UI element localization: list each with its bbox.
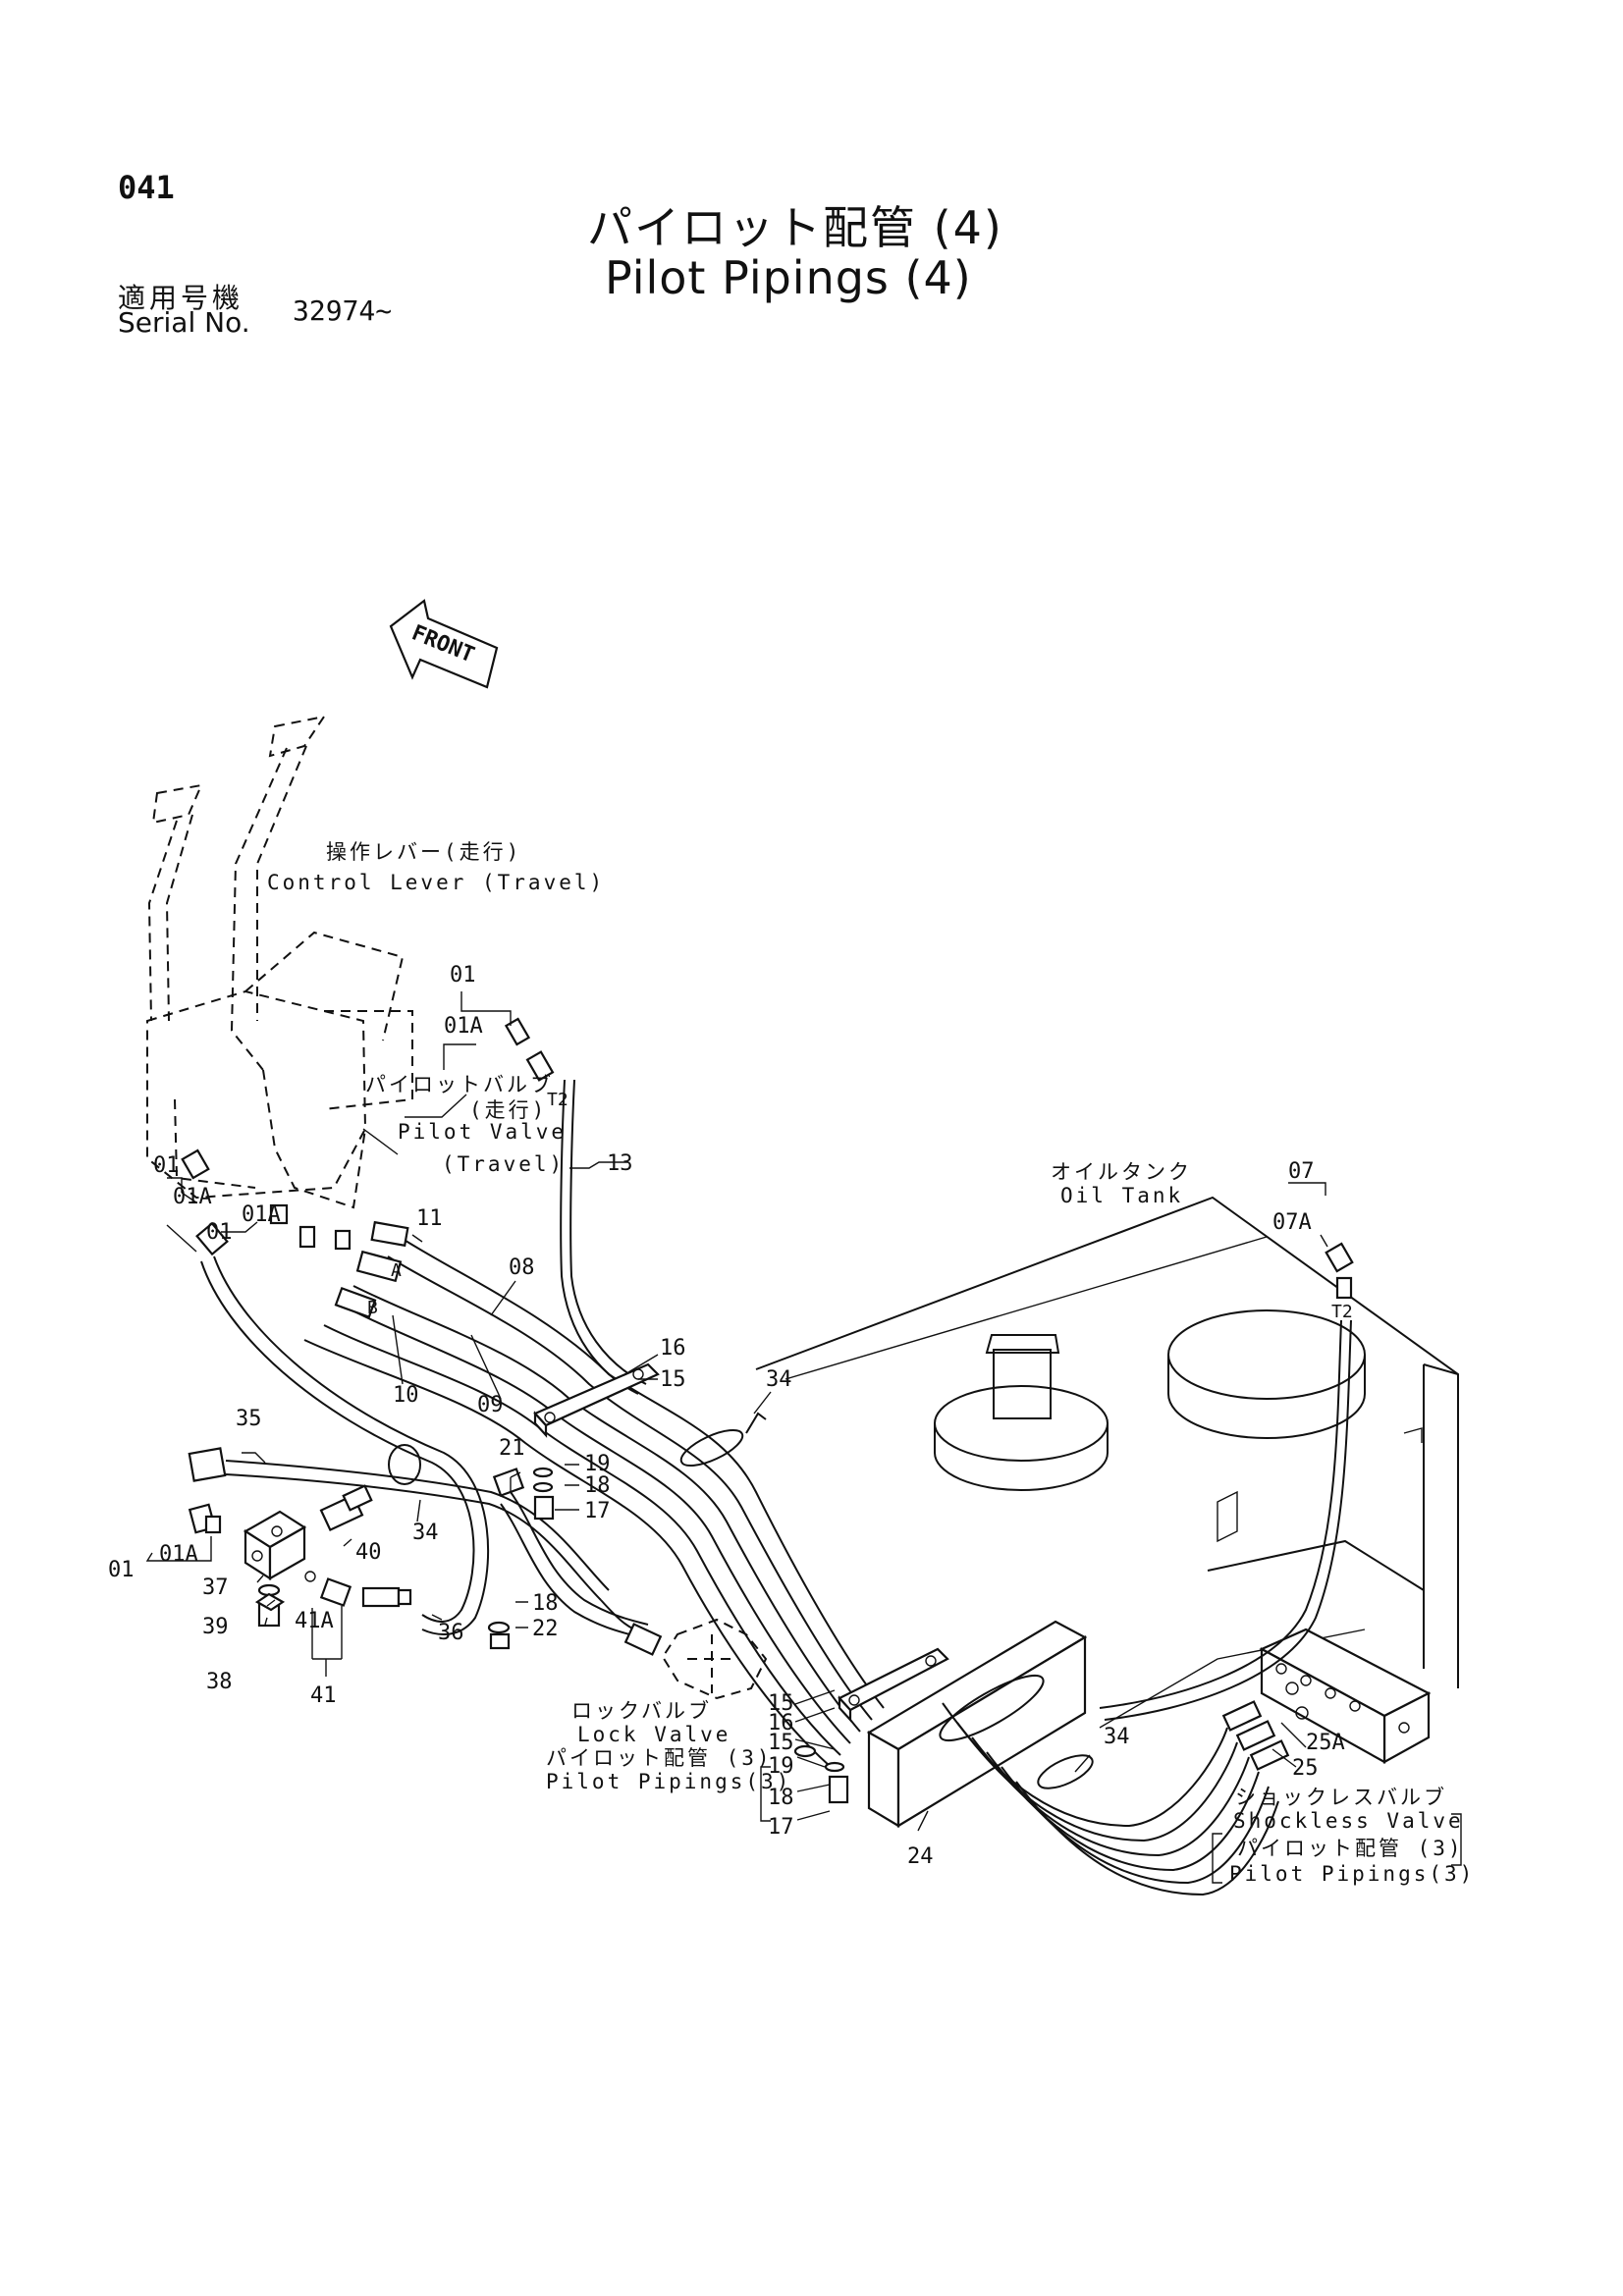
callout-41a: 41A bbox=[295, 1609, 334, 1633]
band-clamp-34 bbox=[388, 1412, 1094, 1789]
clamp-15-16-top bbox=[533, 1362, 660, 1438]
lock-valve-ref-en: Pilot Pipings(3) bbox=[546, 1770, 791, 1793]
clamp-bar-24 bbox=[866, 1620, 1088, 1828]
switch-40 bbox=[319, 1484, 373, 1532]
shockless-ref-jp: パイロット配管 (3) bbox=[1237, 1837, 1464, 1860]
serial-label-japanese: 適用号機 bbox=[118, 282, 244, 314]
part-callouts: 01 01A 01 01A 01 01A 01 01A 07 07A 08 09… bbox=[108, 963, 1345, 1869]
callout-18-mid: 18 bbox=[532, 1591, 559, 1616]
callout-07: 07 bbox=[1288, 1159, 1315, 1184]
lock-valve bbox=[661, 1618, 768, 1700]
callout-18-top: 18 bbox=[584, 1473, 611, 1498]
fittings-misc bbox=[181, 1017, 1354, 1804]
pilot-valve-label-en: Pilot Valve bbox=[398, 1120, 567, 1144]
callout-25a: 25A bbox=[1306, 1731, 1345, 1755]
callout-15-bottom-1: 15 bbox=[768, 1691, 794, 1716]
callout-07a: 07A bbox=[1272, 1210, 1312, 1235]
pilot-valve-label-jp: パイロットバルブ bbox=[365, 1073, 554, 1096]
callout-19-top: 19 bbox=[584, 1452, 611, 1476]
pipe-35 bbox=[188, 1447, 649, 1635]
page-title-japanese: パイロット配管 (4) bbox=[587, 201, 1003, 254]
callout-37: 37 bbox=[202, 1575, 229, 1600]
pipe-36 bbox=[200, 1255, 490, 1635]
callout-34-top: 34 bbox=[766, 1367, 792, 1392]
lock-valve-label-en: Lock Valve bbox=[577, 1723, 730, 1746]
callout-08: 08 bbox=[509, 1255, 535, 1280]
shockless-ref-en: Pilot Pipings(3) bbox=[1229, 1862, 1475, 1886]
page-number: 041 bbox=[118, 169, 175, 206]
control-lever-travel bbox=[146, 715, 413, 1200]
control-lever-label-en: Control Lever (Travel) bbox=[267, 871, 605, 894]
callout-09: 09 bbox=[477, 1393, 504, 1417]
callout-01-left: 01 bbox=[153, 1153, 180, 1178]
callout-01a-bottom: 01A bbox=[159, 1542, 198, 1567]
callout-01-bottom: 01 bbox=[108, 1558, 135, 1582]
block-37 bbox=[243, 1510, 307, 1581]
callout-11: 11 bbox=[416, 1206, 443, 1231]
lock-valve-ref-jp: パイロット配管 (3) bbox=[546, 1746, 773, 1770]
port-b-label: B bbox=[367, 1298, 378, 1318]
oil-tank-label-jp: オイルタンク bbox=[1051, 1160, 1192, 1184]
callout-17-top: 17 bbox=[584, 1499, 611, 1523]
callout-21: 21 bbox=[499, 1436, 525, 1461]
callout-35: 35 bbox=[236, 1407, 262, 1431]
callout-13: 13 bbox=[607, 1151, 633, 1176]
serial-label-english: Serial No. bbox=[118, 306, 250, 339]
front-arrow: FRONT bbox=[389, 599, 499, 689]
leader-lines bbox=[145, 991, 1462, 1884]
pipe-to-lock-valve bbox=[500, 1491, 649, 1638]
callout-01-left-2: 01 bbox=[206, 1220, 233, 1245]
pipe-bundle bbox=[303, 1238, 1279, 1896]
shockless-valve-label-jp: ショックレスバルブ bbox=[1235, 1786, 1447, 1809]
callout-34-mid: 34 bbox=[412, 1521, 439, 1545]
callout-25: 25 bbox=[1292, 1756, 1319, 1781]
callout-40: 40 bbox=[355, 1540, 382, 1565]
pilot-valve-label-en-2: (Travel) bbox=[442, 1152, 565, 1176]
clamp-15-16-bottom bbox=[838, 1647, 949, 1723]
pilot-valve-label-jp-2: (走行) bbox=[469, 1098, 547, 1122]
oil-tank bbox=[755, 1196, 1459, 1729]
callout-01a-left-1: 01A bbox=[173, 1185, 212, 1209]
callout-01a-left-2: 01A bbox=[242, 1202, 281, 1227]
callout-17-bottom: 17 bbox=[768, 1815, 794, 1840]
port-t2-label: T2 bbox=[547, 1090, 568, 1110]
callout-34-right: 34 bbox=[1104, 1725, 1130, 1749]
callout-01-top: 01 bbox=[450, 963, 476, 988]
oil-tank-label-en: Oil Tank bbox=[1060, 1184, 1183, 1207]
control-lever-label-jp: 操作レバー(走行) bbox=[326, 840, 521, 864]
callout-39: 39 bbox=[202, 1615, 229, 1639]
callout-18-bottom: 18 bbox=[768, 1786, 794, 1810]
callout-22: 22 bbox=[532, 1617, 559, 1641]
callout-24: 24 bbox=[907, 1844, 934, 1869]
pilot-valve-travel bbox=[174, 1069, 366, 1209]
serial-number-value: 32974~ bbox=[293, 294, 393, 327]
callout-15-top: 15 bbox=[660, 1367, 686, 1392]
callout-16-top: 16 bbox=[660, 1336, 686, 1361]
callout-19-bottom: 19 bbox=[768, 1754, 794, 1779]
port-a-label: A bbox=[391, 1260, 402, 1281]
lock-valve-label-jp: ロックバルブ bbox=[571, 1699, 712, 1723]
callout-01a-top: 01A bbox=[444, 1014, 483, 1039]
shockless-valve bbox=[1259, 1628, 1432, 1764]
callout-41: 41 bbox=[310, 1683, 337, 1708]
callout-10: 10 bbox=[393, 1383, 419, 1408]
pipe-07 bbox=[1099, 1319, 1352, 1721]
port-t2-tank-label: T2 bbox=[1331, 1302, 1353, 1322]
callout-16-bottom: 16 bbox=[768, 1711, 794, 1735]
callout-15-bottom-2: 15 bbox=[768, 1731, 794, 1755]
page-title-english: Pilot Pipings (4) bbox=[605, 251, 972, 304]
shockless-valve-label-en: Shockless Valve bbox=[1233, 1809, 1464, 1833]
callout-38: 38 bbox=[206, 1670, 233, 1694]
callout-36: 36 bbox=[438, 1621, 464, 1645]
pipe-13 bbox=[560, 1079, 647, 1395]
